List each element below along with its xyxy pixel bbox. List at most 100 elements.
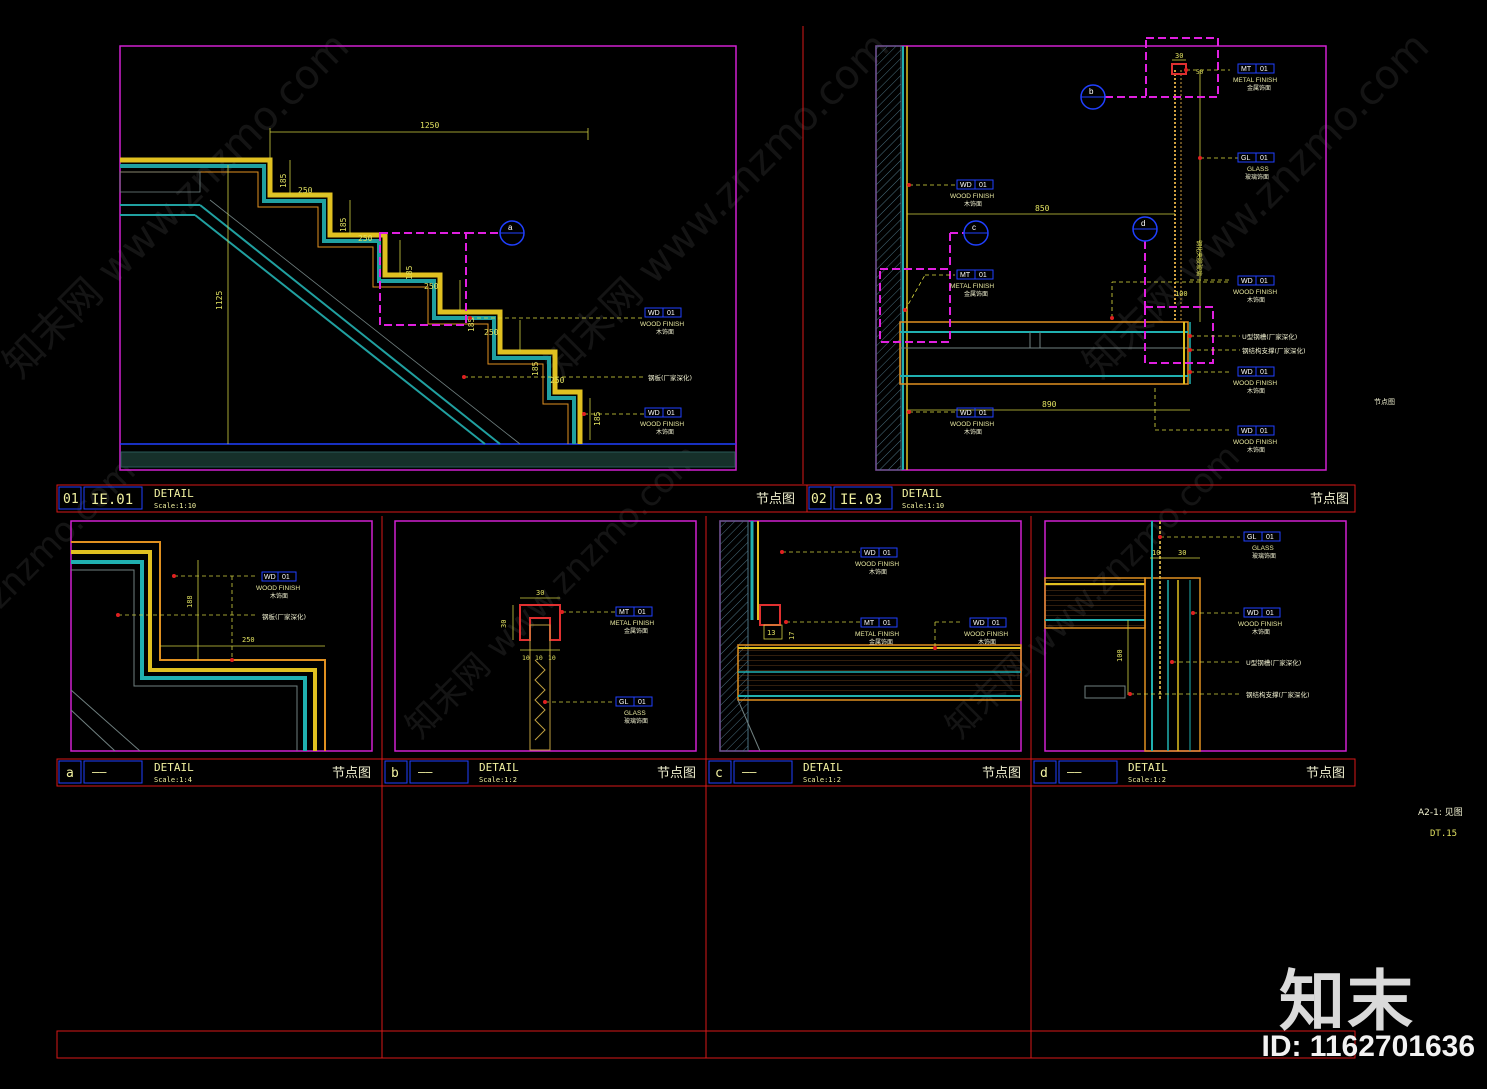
panel-number: d <box>1040 766 1048 781</box>
u-channel-note: U型钢槽(厂家深化) <box>1242 332 1297 341</box>
material-cn: 金属饰面 <box>964 290 988 298</box>
dim-100: 100 <box>1175 290 1188 298</box>
watermark-text: znzmo.com <box>0 451 144 616</box>
glass-panel <box>529 624 551 751</box>
panel-scale: Scale:1:10 <box>154 502 196 510</box>
material-cn: 木饰面 <box>656 428 674 436</box>
dim-riser: 185 <box>279 173 288 188</box>
tag-code: MT <box>960 272 971 279</box>
material-label: GLASS <box>624 710 646 717</box>
material-label: METAL FINISH <box>610 620 654 627</box>
steel-support-note: 钢结构支撑(厂家深化) <box>1242 346 1306 355</box>
steel-support-note: 钢结构支撑(厂家深化) <box>1246 690 1310 699</box>
tag-number: 01 <box>638 699 646 706</box>
detail-d-callout-box <box>1144 306 1214 364</box>
dim-100: 100 <box>1116 649 1124 662</box>
floor-slab <box>899 321 1189 385</box>
panel-title: DETAIL <box>803 761 843 774</box>
dim-17: 17 <box>788 632 796 640</box>
material-cn: 木饰面 <box>978 638 996 646</box>
detail-a-callout-box <box>379 232 467 326</box>
detail-d-panel: 10 30 100 GL 01 GLASS 玻璃饰面 WD 01 WOOD FI… <box>1044 520 1347 752</box>
metal-cap <box>1171 63 1187 75</box>
tag-number: 01 <box>979 272 987 279</box>
material-label: WOOD FINISH <box>640 421 684 428</box>
material-label: METAL FINISH <box>855 631 899 638</box>
material-cn: 木饰面 <box>964 200 982 208</box>
panel-cn-title: 节点图 <box>332 766 371 781</box>
panel-cn-title: 节点图 <box>657 766 696 781</box>
tag-code: MT <box>864 620 875 627</box>
tag-code: GL <box>619 699 628 706</box>
panel-scale: Scale:1:2 <box>803 776 841 784</box>
tag-code: WD <box>648 310 660 317</box>
dim-30: 30 <box>536 589 544 597</box>
material-label: WOOD FINISH <box>1233 289 1277 296</box>
panel-scale: Scale:1:4 <box>154 776 192 784</box>
dim-tread: 250 <box>550 376 565 385</box>
material-cn: 金属饰面 <box>869 638 893 646</box>
title-bar-d: d —— DETAIL Scale:1:2 节点图 <box>1033 760 1345 784</box>
panel-ref: —— <box>742 765 757 779</box>
image-id: ID: 1162701636 <box>1261 1030 1475 1063</box>
tag-number: 01 <box>282 574 290 581</box>
tag-code: MT <box>1241 66 1252 73</box>
dim-850: 850 <box>1035 204 1050 213</box>
dim-run: 1250 <box>420 121 439 130</box>
tag-code: MT <box>619 609 630 616</box>
dim-riser: 185 <box>405 265 414 280</box>
glass-note: 钢化夹胶玻璃 <box>1195 240 1203 276</box>
material-label: WOOD FINISH <box>855 561 899 568</box>
u-channel-note: U型钢槽(厂家深化) <box>1246 658 1301 667</box>
bubble-label: b <box>1089 87 1094 96</box>
watermark-text: 知末网 www.znzmo.com <box>535 24 899 388</box>
tag-code: WD <box>1241 428 1253 435</box>
material-label: WOOD FINISH <box>640 321 684 328</box>
panel-number: 02 <box>811 492 827 507</box>
dim-30: 30 <box>1175 52 1183 60</box>
tag-number: 01 <box>1260 428 1268 435</box>
material-cn: 木饰面 <box>656 328 674 336</box>
material-label: WOOD FINISH <box>950 421 994 428</box>
tag-number: 01 <box>1266 534 1274 541</box>
material-cn: 玻璃饰面 <box>624 717 648 725</box>
dim-riser: 185 <box>593 411 602 426</box>
panel-number: b <box>391 766 399 781</box>
dim-10: 10 <box>1152 549 1160 557</box>
tag-code: WD <box>1247 610 1259 617</box>
tag-code: WD <box>960 410 972 417</box>
material-label: WOOD FINISH <box>964 631 1008 638</box>
tag-number: 01 <box>979 410 987 417</box>
viewport-frame <box>875 45 1327 471</box>
detail-b-callout-box <box>1145 37 1219 98</box>
panel-ref: —— <box>418 765 433 779</box>
material-cn: 金属饰面 <box>1247 84 1271 92</box>
dim-30: 30 <box>500 620 508 628</box>
panel-ref: IE.03 <box>840 492 882 508</box>
tag-code: WD <box>648 410 660 417</box>
panel-number: a <box>66 766 74 781</box>
panel-cn-title: 节点图 <box>1310 492 1349 507</box>
material-label: WOOD FINISH <box>950 193 994 200</box>
material-label: METAL FINISH <box>950 283 994 290</box>
panel-scale: Scale:1:2 <box>479 776 517 784</box>
tag-code: WD <box>264 574 276 581</box>
tag-code: WD <box>1241 278 1253 285</box>
material-label: GLASS <box>1247 166 1269 173</box>
panel-ref: —— <box>92 765 107 779</box>
tag-number: 01 <box>667 310 675 317</box>
material-cn: 木饰面 <box>964 428 982 436</box>
watermark-text: 知末网 www.znzmo.com <box>398 437 708 747</box>
dim-250: 250 <box>242 636 255 644</box>
tag-number: 01 <box>1260 369 1268 376</box>
material-label: WOOD FINISH <box>1238 621 1282 628</box>
metal-angle <box>759 604 781 626</box>
material-cn: 玻璃饰面 <box>1245 173 1269 181</box>
brand-logo: 知末 <box>1279 963 1415 1040</box>
dim-tread: 250 <box>298 186 313 195</box>
tag-code: WD <box>973 620 985 627</box>
panel-ref: IE.01 <box>91 492 133 508</box>
stair-dimensions <box>227 128 591 444</box>
dim-890: 890 <box>1042 400 1057 409</box>
